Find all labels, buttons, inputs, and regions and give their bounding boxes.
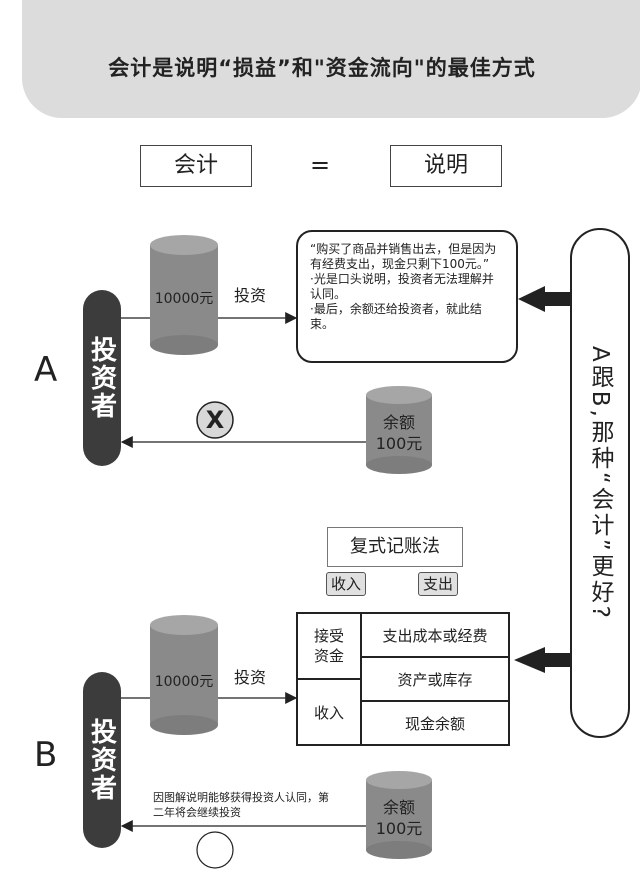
x-mark-circle	[196, 401, 234, 439]
note-a-line-1: “购买了商品并销售出去，但是因为有经费支出，现金只剩下100元。”	[310, 242, 497, 271]
cylinder-b-balance	[366, 771, 432, 859]
arrow-right-to-note-a	[518, 286, 571, 312]
note-a-line-2: ·光是口头说明，投资者无法理解并认同。	[310, 272, 494, 301]
check-circle	[196, 831, 234, 869]
explanation-box: 说明	[390, 145, 502, 187]
ledger-row-2: 资产或库存	[362, 658, 508, 702]
footnote-b: 因图解说明能够获得投资人认同，第二年将会继续投资	[153, 791, 329, 819]
ledger-table: 接受资金 收入 支出成本或经费 资产或库存 现金余额	[296, 612, 510, 746]
invest-label-b: 投资	[234, 668, 267, 687]
section-a-letter: A	[34, 350, 58, 390]
cylinder-a-balance	[366, 386, 432, 474]
arrow-right-to-table-b	[514, 647, 571, 673]
investor-b-pill: 投资者	[83, 672, 121, 848]
balance-b-line-2: 100元	[375, 819, 423, 838]
cylinder-b-amount: 10000元	[154, 674, 214, 690]
equals-sign: =	[309, 151, 331, 179]
header-banner	[22, 0, 640, 118]
cylinder-a-invest	[150, 235, 218, 355]
note-a: “购买了商品并销售出去，但是因为有经费支出，现金只剩下100元。” ·光是口头说…	[296, 230, 518, 363]
page-title: 会计是说明“损益”和"资金流向"的最佳方式	[108, 56, 536, 80]
invest-label-a: 投资	[234, 286, 267, 305]
balance-a-line-1: 余额	[382, 413, 415, 432]
cylinder-a-amount: 10000元	[154, 291, 214, 307]
accounting-box: 会计	[140, 145, 252, 187]
income-tag: 收入	[326, 572, 366, 596]
ledger-row-3: 现金余额	[404, 714, 465, 733]
cylinder-b-invest	[150, 615, 218, 735]
balance-b-label: 余额 100元	[366, 797, 432, 839]
x-mark: X	[205, 406, 225, 434]
expense-tag: 支出	[418, 572, 458, 596]
ledger-left-top-text: 接受资金	[313, 627, 344, 665]
section-b-letter: B	[34, 735, 58, 775]
balance-b-line-1: 余额	[382, 798, 415, 817]
ledger-left-bottom: 收入	[298, 680, 362, 744]
double-entry-box: 复式记账法	[327, 527, 463, 567]
balance-a-label: 余额 100元	[366, 412, 432, 454]
note-a-line-3: ·最后，余额还给投资者，就此结束。	[310, 302, 482, 331]
comparison-question-pill: A跟B,那种“会计”更好?	[570, 228, 630, 738]
ledger-left-top: 接受资金	[298, 614, 362, 680]
investor-a-pill: 投资者	[83, 290, 121, 466]
ledger-row-1: 支出成本或经费	[362, 614, 508, 658]
balance-a-line-2: 100元	[375, 434, 423, 453]
